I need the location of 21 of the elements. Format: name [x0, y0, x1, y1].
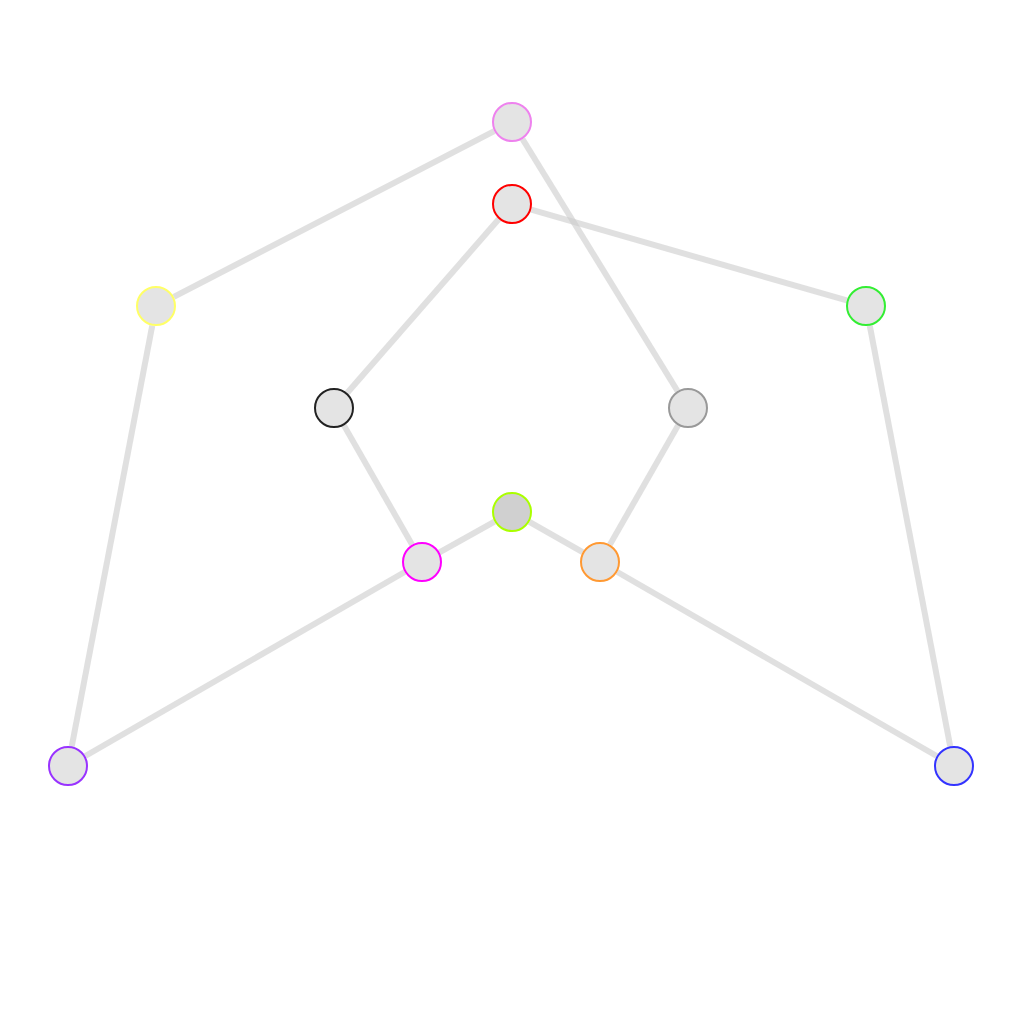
connector-line: [527, 519, 585, 555]
node-circle: [492, 492, 532, 532]
node-circle: [668, 388, 708, 428]
node-circle: [934, 746, 974, 786]
connector-line: [438, 519, 496, 555]
connector-line: [83, 569, 407, 759]
connector-line: [172, 128, 496, 300]
node-circle: [402, 542, 442, 582]
node-circle: [136, 286, 176, 326]
node-circle: [846, 286, 886, 326]
node-circle: [48, 746, 88, 786]
node-circle: [492, 184, 532, 224]
connector-line: [866, 325, 954, 747]
connector-line: [615, 569, 939, 759]
connector-line: [344, 217, 502, 395]
connector-line: [530, 206, 848, 304]
connector-line: [68, 325, 156, 747]
node-circle: [314, 388, 354, 428]
node-circle: [492, 102, 532, 142]
node-circle: [580, 542, 620, 582]
connector-line: [519, 137, 681, 393]
